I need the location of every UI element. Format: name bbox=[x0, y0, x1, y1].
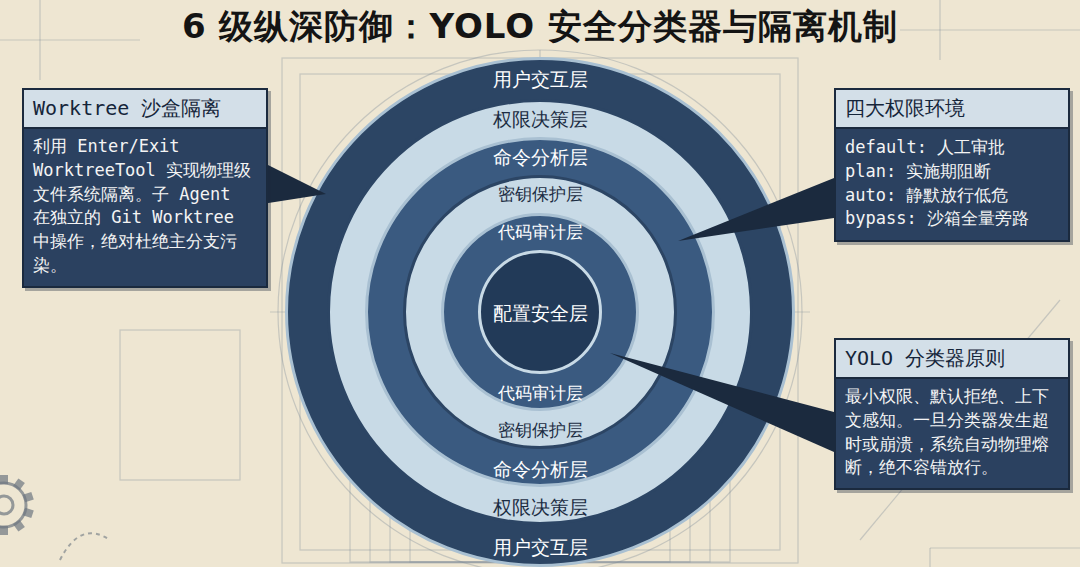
label-slot: 代码审计层 bbox=[441, 221, 639, 244]
label-slot: 用户交互层 bbox=[285, 535, 795, 561]
layer-label: 权限决策层 bbox=[493, 496, 588, 518]
layer-label: 命令分析层 bbox=[493, 458, 588, 480]
callout-box: Worktree 沙盒隔离利用 Enter/Exit WorktreeTool … bbox=[22, 88, 268, 288]
callout-body: default: 人工审批 bbox=[836, 129, 1068, 160]
callout-body: auto: 静默放行低危 bbox=[836, 184, 1068, 208]
label-slot: 密钥保护层 bbox=[403, 183, 677, 206]
layer-label: 用户交互层 bbox=[493, 68, 588, 90]
label-slot: 命令分析层 bbox=[365, 145, 715, 171]
defense-ring: 代码审计层代码审计层配置安全层 bbox=[441, 213, 639, 411]
callout-body: 最小权限、默认拒绝、上下文感知。一旦分类器发生超时或崩溃，系统自动物理熔断，绝不… bbox=[836, 379, 1068, 488]
label-slot: 命令分析层 bbox=[365, 457, 715, 483]
label-slot: 用户交互层 bbox=[285, 67, 795, 93]
label-slot: 密钥保护层 bbox=[403, 419, 677, 442]
defense-ring: 密钥保护层密钥保护层代码审计层代码审计层配置安全层 bbox=[403, 175, 677, 449]
callout-heading: Worktree 沙盒隔离 bbox=[24, 90, 266, 129]
layer-label: 用户交互层 bbox=[493, 536, 588, 558]
callout-box: YOLO 分类器原则最小权限、默认拒绝、上下文感知。一旦分类器发生超时或崩溃，系… bbox=[834, 338, 1070, 490]
layer-label: 权限决策层 bbox=[493, 108, 588, 130]
label-slot: 配置安全层 bbox=[478, 301, 602, 327]
label-slot: 权限决策层 bbox=[327, 495, 753, 521]
callout-heading: YOLO 分类器原则 bbox=[836, 340, 1068, 379]
layer-label: 配置安全层 bbox=[493, 302, 588, 324]
defense-ring: 用户交互层用户交互层权限决策层权限决策层命令分析层命令分析层密钥保护层密钥保护层… bbox=[285, 57, 795, 567]
callout-tail bbox=[610, 353, 834, 452]
callout-tail bbox=[678, 178, 834, 241]
core-circle: 配置安全层 bbox=[478, 250, 602, 374]
layer-label: 密钥保护层 bbox=[498, 184, 583, 204]
diagram-title: 6 级纵深防御：YOLO 安全分类器与隔离机制 bbox=[0, 4, 1080, 50]
label-slot: 代码审计层 bbox=[441, 382, 639, 405]
defense-ring: 命令分析层命令分析层密钥保护层密钥保护层代码审计层代码审计层配置安全层 bbox=[365, 137, 715, 487]
callout-box: 四大权限环境default: 人工审批plan: 实施期阻断auto: 静默放行… bbox=[834, 88, 1070, 242]
callout-heading: 四大权限环境 bbox=[836, 90, 1068, 129]
layer-label: 代码审计层 bbox=[498, 383, 583, 403]
callout-body: plan: 实施期阻断 bbox=[836, 160, 1068, 184]
callout-tail bbox=[262, 162, 326, 204]
label-slot: 权限决策层 bbox=[327, 107, 753, 133]
layer-label: 密钥保护层 bbox=[498, 420, 583, 440]
layer-label: 命令分析层 bbox=[493, 146, 588, 168]
defense-ring: 权限决策层权限决策层命令分析层命令分析层密钥保护层密钥保护层代码审计层代码审计层… bbox=[327, 99, 753, 525]
layer-label: 代码审计层 bbox=[498, 222, 583, 242]
callout-body: bypass: 沙箱全量旁路 bbox=[836, 207, 1068, 240]
callout-body: 利用 Enter/Exit WorktreeTool 实现物理级文件系统隔离。子… bbox=[24, 129, 266, 286]
